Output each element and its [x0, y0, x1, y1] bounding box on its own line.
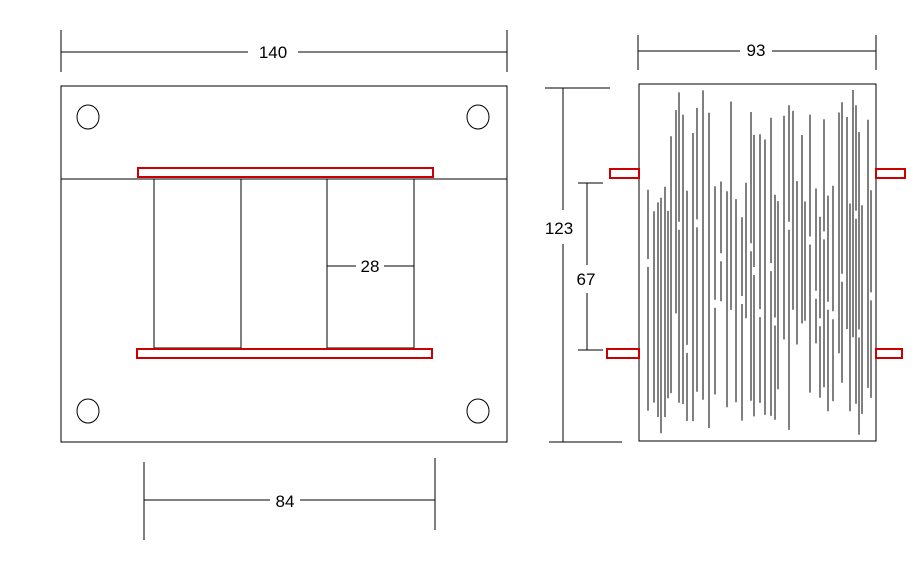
- lamination-stack-outline: [638, 83, 877, 442]
- dimension-label-84: 84: [276, 492, 295, 511]
- dimension-label-28: 28: [361, 257, 380, 276]
- dimension-side-width: 93: [637, 35, 877, 70]
- bobbin-tab-bottom-left: [606, 348, 640, 359]
- dimension-label-140: 140: [259, 43, 287, 62]
- bobbin-plate-bottom: [136, 348, 433, 359]
- side-view: 93 123 67: [545, 35, 906, 443]
- mounting-hole-bottom-left: [76, 398, 100, 424]
- dimension-side-inner: 67: [577, 182, 603, 351]
- dimension-side-height: 123: [545, 87, 622, 443]
- dimension-front-base: 84: [143, 458, 436, 540]
- mounting-hole-top-right: [466, 104, 490, 130]
- bobbin-tab-bottom-right: [875, 348, 903, 359]
- bobbin-tab-top-right: [875, 168, 906, 179]
- dimension-label-67: 67: [577, 270, 596, 289]
- core-outline: [60, 85, 508, 443]
- dimension-window-width: 28: [327, 257, 414, 276]
- mounting-hole-bottom-right: [466, 398, 490, 424]
- bobbin-tab-top-left: [609, 168, 640, 179]
- front-view: 140 28 84: [60, 30, 508, 540]
- winding-window-left: [153, 178, 242, 349]
- mounting-hole-top-left: [76, 104, 100, 130]
- dimension-label-93: 93: [747, 41, 766, 60]
- lamination-lines: [647, 90, 872, 435]
- bobbin-plate-top: [137, 167, 434, 178]
- dimension-label-123: 123: [545, 219, 573, 238]
- dimension-front-width: 140: [60, 30, 508, 72]
